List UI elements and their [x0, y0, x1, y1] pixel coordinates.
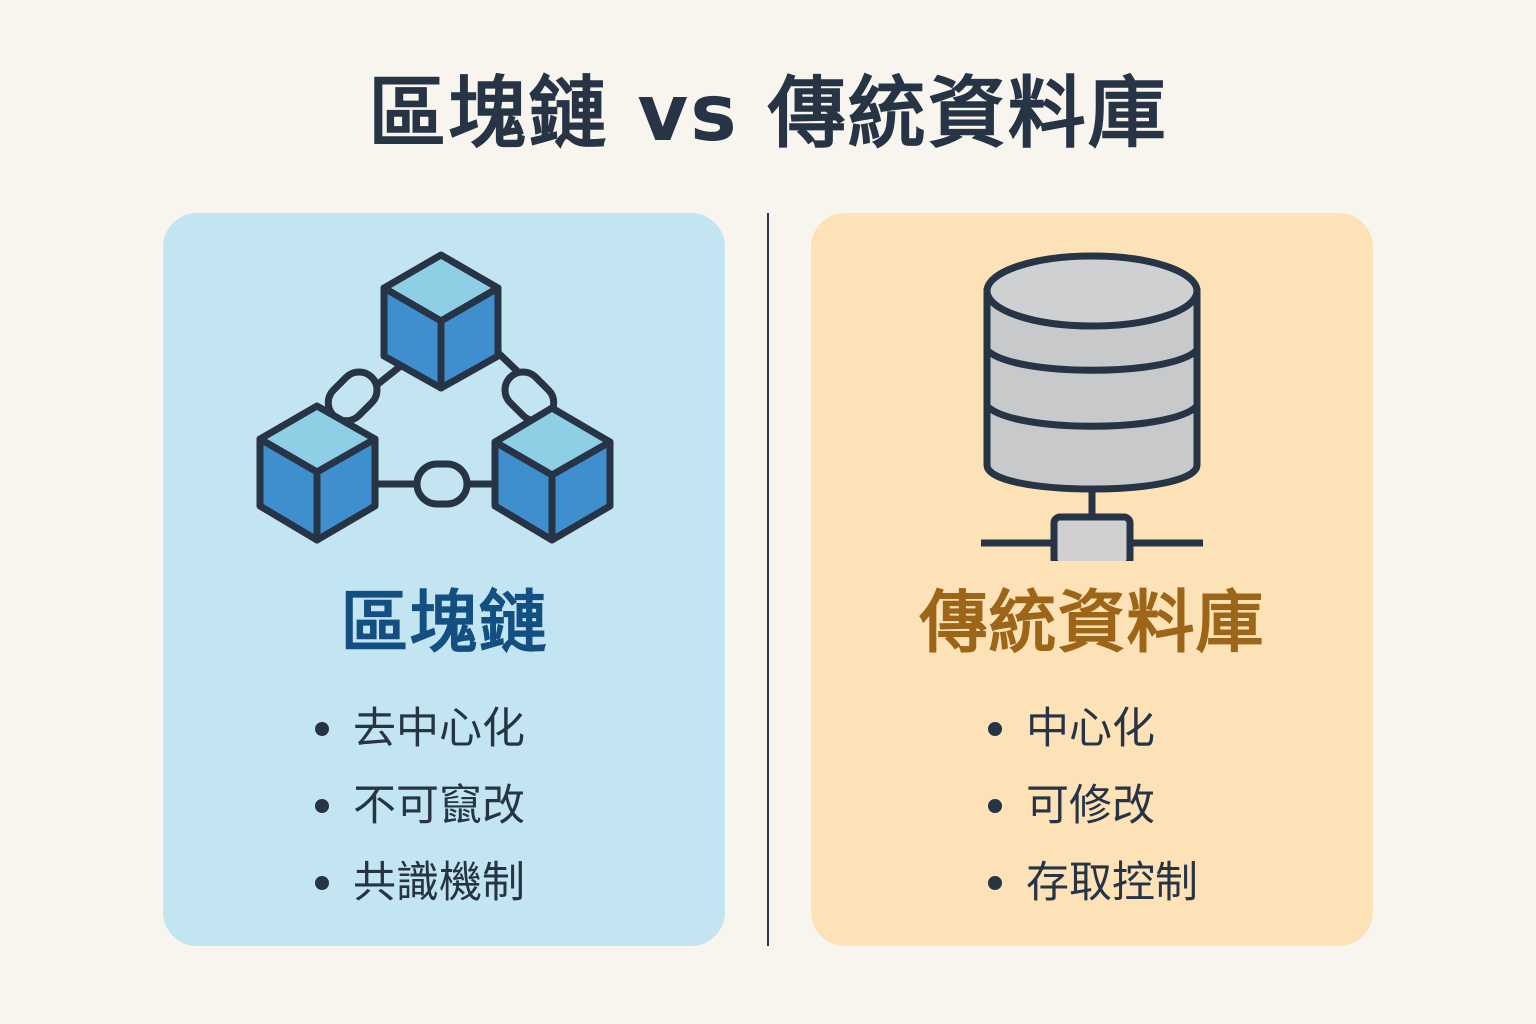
list-item: 中心化 [986, 691, 1198, 768]
database-title: 傳統資料庫 [919, 584, 1265, 663]
list-item: 共識機制 [313, 845, 525, 922]
list-item: 不可竄改 [313, 768, 525, 845]
list-item: 可修改 [986, 768, 1198, 845]
center-divider [767, 213, 769, 946]
blockchain-title: 區塊鏈 [340, 584, 548, 663]
database-panel: 傳統資料庫 中心化 可修改 存取控制 [811, 213, 1373, 946]
blockchain-panel: 區塊鏈 去中心化 不可竄改 共識機制 [163, 213, 725, 946]
list-item: 存取控制 [986, 845, 1198, 922]
database-server-icon [981, 252, 1203, 561]
list-item: 去中心化 [313, 691, 525, 768]
page-title: 區塊鏈 vs 傳統資料庫 [368, 69, 1168, 159]
database-feature-list: 中心化 可修改 存取控制 [986, 691, 1198, 922]
blockchain-cubes-icon [256, 251, 614, 544]
blockchain-feature-list: 去中心化 不可竄改 共識機制 [313, 691, 525, 922]
